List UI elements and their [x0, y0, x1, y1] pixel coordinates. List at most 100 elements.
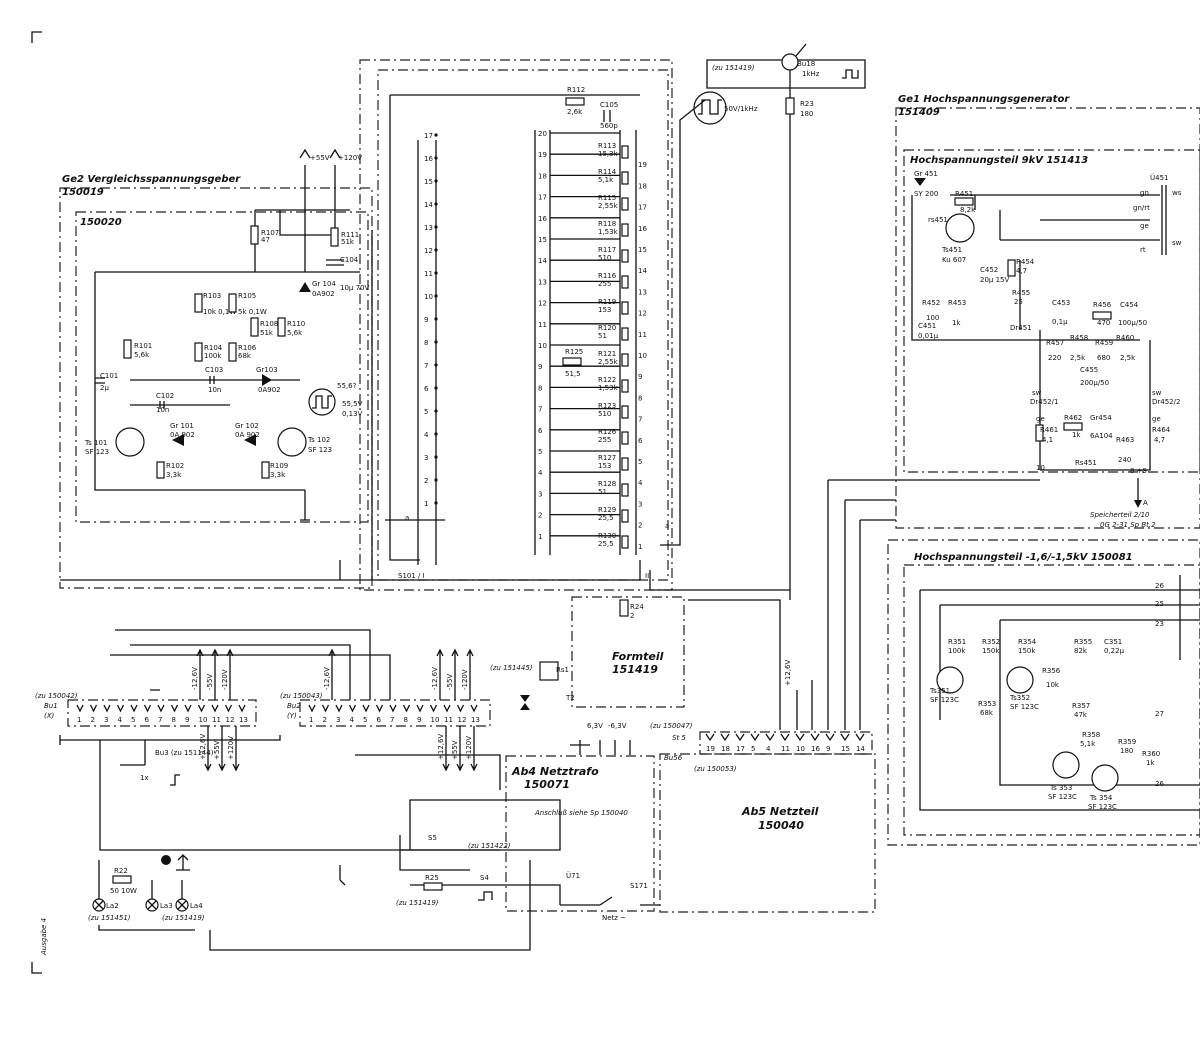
R451-value: 8,2k: [960, 206, 976, 214]
Ts354-symbol: [1091, 764, 1119, 792]
R454-value: 4,7: [1016, 267, 1027, 275]
switch-right-contact-9: 9: [538, 363, 542, 371]
switch-a-left: a: [405, 514, 409, 522]
Ts351-value: SF 123C: [930, 696, 959, 704]
formteil-title: Formteil: [612, 650, 664, 663]
R103-label: R103: [203, 292, 221, 300]
C452-value: 20µ 15V: [980, 276, 1009, 284]
switch-right-contact-12: 12: [538, 300, 547, 308]
speicherteil-label: Speicherteil 2/10: [1090, 511, 1150, 519]
R23-value: 180: [800, 110, 813, 118]
R22-value: 50 10W: [110, 887, 137, 895]
R130-value: 25,5: [598, 540, 614, 548]
bu1-pin-8: [170, 704, 179, 713]
voltage-arrow-down: [204, 726, 212, 772]
R119-value: 153: [598, 306, 611, 314]
switch-right-contact-2: 2: [538, 512, 542, 520]
switch-right2-contact-11: 11: [638, 331, 647, 339]
voltage-label-n12_6: -12,6V: [323, 667, 331, 690]
R127-value: 153: [598, 462, 611, 470]
dr452-2-ge: ge: [1152, 415, 1161, 423]
node-23: 23: [1155, 620, 1164, 628]
st5-pin-label-10: 10: [796, 745, 805, 753]
R353-value: 68k: [980, 709, 994, 717]
st5-pin-19: [705, 733, 715, 742]
bu1-axis: (X): [44, 712, 55, 720]
switch-left-contact-3: 3: [424, 454, 428, 462]
switch-right2-contact-17: 17: [638, 204, 647, 212]
st5-pin-16: [810, 733, 820, 742]
st5-ref2: (zu 150053): [694, 765, 737, 773]
switch-right2-contact-14: 14: [638, 267, 647, 275]
bu2-pin-label-13: 13: [471, 716, 480, 724]
switch-left-contact-11: 11: [424, 270, 433, 278]
bu1-pin-2: [89, 704, 98, 713]
R117-value: 510: [598, 254, 611, 262]
voltage-label-down-p120b: +120V: [465, 736, 473, 760]
bu18-freq: 1kHz: [802, 70, 820, 78]
crop-mark-top-left: [31, 31, 42, 43]
R130-label: R130: [598, 532, 616, 540]
voltage-arrow-down: [218, 726, 226, 772]
R463-label: R463: [1116, 436, 1134, 444]
switch-left-contact-8: 8: [424, 339, 428, 347]
Ts451-label: Ts451: [941, 246, 962, 254]
R354-label: R354: [1018, 638, 1037, 646]
switch-left-dot: [434, 317, 438, 321]
switch-left-dot: [434, 409, 438, 413]
C455-value: 200µ/50: [1080, 379, 1109, 387]
bu2-pin-label-9: 9: [417, 716, 421, 724]
Gr104-value: 0A902: [312, 290, 335, 298]
voltage-arrow: [196, 648, 204, 700]
R128-value: 51: [598, 488, 607, 496]
Dr452-2-label: Dr452/2: [1152, 398, 1180, 406]
ge2-title: Ge2 Vergleichsspannungsgeber: [62, 174, 241, 185]
R104-value: 100k: [204, 352, 222, 360]
ref-151445: (zu 151445): [490, 664, 533, 672]
voltage-label-down-p55b: +55V: [213, 740, 221, 760]
R355-label: R355: [1074, 638, 1092, 646]
Gr454-label: Gr454: [1090, 414, 1112, 422]
R461-value: 4,1: [1042, 436, 1053, 444]
Ts354-value: SF 123C: [1088, 803, 1117, 811]
ge2-inner-number: 150020: [80, 217, 122, 228]
R102-label: R102: [166, 462, 184, 470]
R455-label: R455: [1012, 289, 1030, 297]
R113-symbol: [621, 145, 629, 159]
R105-symbol: [228, 293, 237, 313]
R457-label: R457: [1046, 339, 1064, 347]
s101-label: S101 / I: [398, 572, 425, 580]
switch-left-dot: [434, 133, 438, 137]
label-1x: 1x: [140, 774, 149, 782]
ab4-supply: 6,3V -6,3V: [570, 722, 631, 755]
switch-right2-contact-8: 8: [638, 394, 642, 402]
waveform-55v-label: 55,5V: [342, 400, 363, 408]
switch-right2-contact-9: 9: [638, 373, 642, 381]
voltage-label-n55: -55V: [206, 674, 214, 690]
bu1-pin-label-9: 9: [185, 716, 189, 724]
R117-symbol: [621, 249, 629, 263]
module-formteil: Formteil 151419 R24 2 (zu 151445) Rs1 T2: [490, 596, 685, 710]
ref-151422: (zu 151422): [468, 842, 511, 850]
st5-pin-label-4: 4: [766, 745, 771, 753]
R112-label: R112: [567, 86, 585, 94]
arrow-a: A: [1143, 499, 1148, 507]
switch-right-contact-7: 7: [538, 406, 542, 414]
S171-label: S171: [630, 882, 648, 890]
R459-label: R459: [1095, 339, 1113, 347]
switch-left-dot: [434, 455, 438, 459]
switch-right-contact-11: 11: [538, 321, 547, 329]
voltage-label-n12_6: -12,6V: [431, 667, 439, 690]
switch-left-contact-13: 13: [424, 224, 433, 232]
R461-symbol: [1035, 424, 1044, 442]
R126-value: 255: [598, 436, 611, 444]
bu2-pin-label-12: 12: [458, 716, 467, 724]
switch-left-contact-16: 16: [424, 155, 433, 163]
Ts353-value: SF 123C: [1048, 793, 1077, 801]
Gr103-value: 0A902: [258, 386, 281, 394]
ref-151419-r25: (zu 151419): [396, 899, 439, 907]
bu2-pin-5: [362, 704, 370, 713]
R102-value: 3,3k: [166, 471, 182, 479]
C103-value: 10n: [208, 386, 221, 394]
bu1-pin-label-13: 13: [239, 716, 248, 724]
